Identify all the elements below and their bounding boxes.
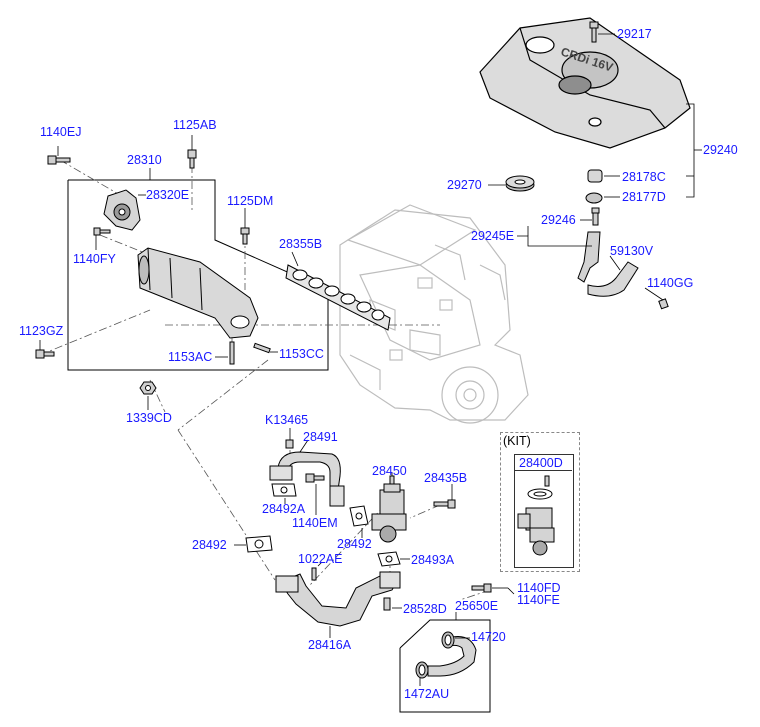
hose-group-box bbox=[399, 619, 491, 713]
throttle-body-28320e[interactable] bbox=[103, 189, 141, 231]
bolt-1140fy[interactable] bbox=[93, 227, 111, 236]
leader-lines bbox=[39, 159, 491, 601]
engine-cover[interactable]: CRDi 16V bbox=[479, 17, 691, 149]
label-1472au[interactable]: 1472AU bbox=[404, 687, 450, 701]
label-1153ac[interactable]: 1153AC bbox=[168, 350, 213, 364]
kit-28400d-illustration[interactable] bbox=[517, 475, 555, 556]
label-1140fe[interactable]: 1140FE bbox=[517, 593, 560, 607]
label-28492-left[interactable]: 28492 bbox=[192, 538, 227, 552]
kit-outline bbox=[500, 432, 580, 572]
label-29240[interactable]: 29240 bbox=[703, 143, 738, 157]
label-1125dm[interactable]: 1125DM bbox=[227, 194, 274, 208]
egr-pipe-28491[interactable] bbox=[269, 451, 345, 507]
gasket-28492-mid[interactable] bbox=[349, 505, 369, 527]
label-1140fy[interactable]: 1140FY bbox=[73, 252, 116, 266]
label-1140fd[interactable]: 1140FD bbox=[517, 581, 561, 595]
bolt-28435b[interactable] bbox=[433, 499, 456, 509]
label-1022ae[interactable]: 1022AE bbox=[298, 552, 343, 566]
bolt-28528d[interactable] bbox=[383, 597, 391, 611]
kit-part-frame bbox=[514, 454, 574, 568]
label-1140ej[interactable]: 1140EJ bbox=[40, 125, 82, 139]
bolt-1140gg[interactable] bbox=[658, 298, 669, 310]
grommet-28177d[interactable] bbox=[585, 192, 603, 204]
grommet-28178c[interactable] bbox=[587, 169, 603, 183]
label-28491[interactable]: 28491 bbox=[303, 430, 338, 444]
kit-part-header bbox=[514, 454, 572, 471]
bolt-1140fd[interactable] bbox=[471, 583, 492, 593]
bracket-29245e[interactable] bbox=[577, 231, 601, 283]
label-28492-mid[interactable]: 28492 bbox=[337, 537, 372, 551]
engine-block bbox=[339, 204, 529, 424]
gasket-28493a[interactable] bbox=[377, 551, 401, 567]
label-28400d[interactable]: 28400D bbox=[519, 456, 563, 470]
bolt-k13465[interactable] bbox=[285, 439, 294, 449]
label-1123gz[interactable]: 1123GZ bbox=[19, 324, 64, 338]
label-1140gg[interactable]: 1140GG bbox=[647, 276, 694, 290]
nut-1339cd[interactable] bbox=[139, 381, 157, 395]
label-59130v[interactable]: 59130V bbox=[610, 244, 654, 258]
label-1339cd[interactable]: 1339CD bbox=[126, 411, 172, 425]
label-28177d[interactable]: 28177D bbox=[622, 190, 666, 204]
label-28528d[interactable]: 28528D bbox=[403, 602, 447, 616]
label-1125ab[interactable]: 1125AB bbox=[173, 118, 217, 132]
egr-valve-28450[interactable] bbox=[371, 475, 407, 543]
label-29217[interactable]: 29217 bbox=[617, 27, 652, 41]
label-29270[interactable]: 29270 bbox=[447, 178, 482, 192]
label-28416a[interactable]: 28416A bbox=[308, 638, 352, 652]
label-14720[interactable]: 14720 bbox=[471, 630, 506, 644]
grommet-29270[interactable] bbox=[505, 175, 535, 192]
stud-1153cc[interactable] bbox=[253, 342, 271, 354]
clamp-1472au[interactable] bbox=[415, 661, 429, 679]
bolt-1123gz[interactable] bbox=[35, 349, 55, 359]
label-29246[interactable]: 29246 bbox=[541, 213, 576, 227]
label-28435b[interactable]: 28435B bbox=[424, 471, 468, 485]
clamp-14720[interactable] bbox=[441, 631, 455, 649]
egr-pipe-28416a[interactable] bbox=[275, 571, 401, 627]
gasket-28492a[interactable] bbox=[271, 483, 297, 497]
label-25650e[interactable]: 25650E bbox=[455, 599, 499, 613]
label-28355b[interactable]: 28355B bbox=[279, 237, 323, 251]
label-1153cc[interactable]: 1153CC bbox=[279, 347, 324, 361]
label-28310[interactable]: 28310 bbox=[127, 153, 162, 167]
intake-manifold-28310[interactable] bbox=[137, 247, 259, 339]
bolt-1140ej[interactable] bbox=[47, 155, 71, 165]
label-28450[interactable]: 28450 bbox=[372, 464, 407, 478]
hose-25650e[interactable] bbox=[427, 636, 477, 677]
stud-1022ae[interactable] bbox=[311, 567, 317, 581]
stud-1153ac[interactable] bbox=[229, 341, 235, 365]
bolt-1140em[interactable] bbox=[305, 473, 325, 483]
label-28493a[interactable]: 28493A bbox=[411, 553, 455, 567]
label-28178c[interactable]: 28178C bbox=[622, 170, 666, 184]
gasket-28355b[interactable] bbox=[285, 264, 391, 331]
label-1140em[interactable]: 1140EM bbox=[292, 516, 338, 530]
bolt-1125dm[interactable] bbox=[240, 227, 250, 245]
bolt-1125ab[interactable] bbox=[187, 149, 197, 169]
bolt-29246[interactable] bbox=[591, 207, 600, 226]
label-29245e[interactable]: 29245E bbox=[471, 229, 515, 243]
label-28492a[interactable]: 28492A bbox=[262, 502, 306, 516]
label-28320e[interactable]: 28320E bbox=[146, 188, 190, 202]
label-kit-title: (KIT) bbox=[503, 434, 531, 448]
gasket-28492-left[interactable] bbox=[245, 535, 273, 553]
hose-59130v[interactable] bbox=[587, 261, 639, 297]
bolt-29217[interactable] bbox=[589, 21, 599, 43]
label-k13465[interactable]: K13465 bbox=[265, 413, 309, 427]
